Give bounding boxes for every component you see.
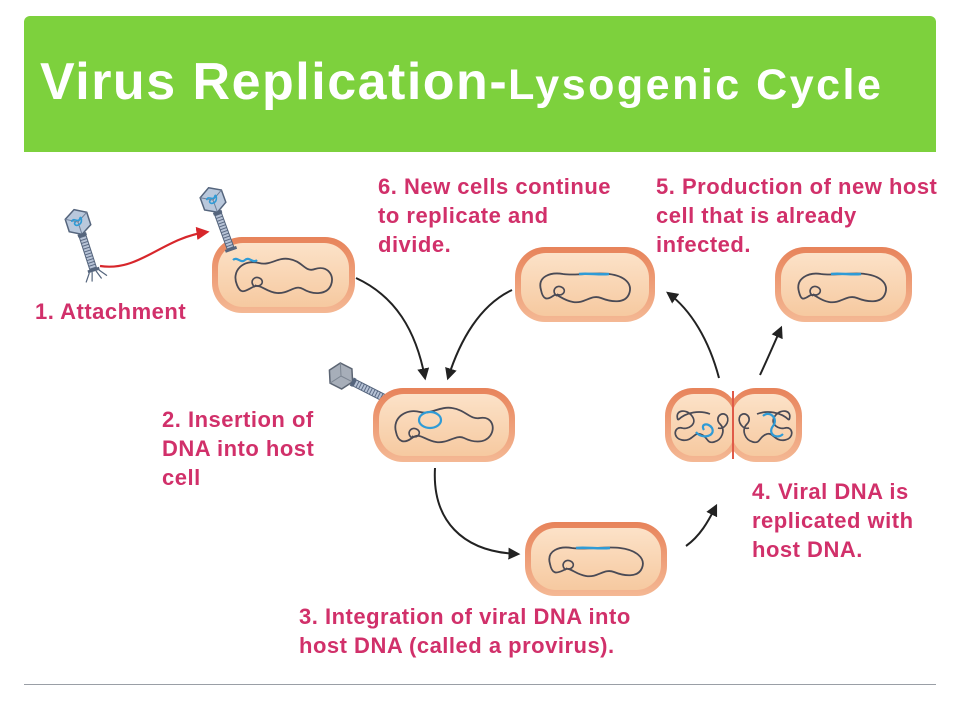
arrow-insertion-to-integration: [433, 467, 521, 560]
phage-tail: [214, 212, 235, 250]
host-cell-attachment: [212, 237, 355, 313]
label-line: 4. Viral DNA is: [752, 479, 909, 504]
bacteriophage-attached: [199, 186, 238, 253]
viral-dna-copy: [695, 423, 714, 438]
provirus-dna: [578, 272, 610, 276]
bacteriophage-free: [64, 208, 108, 283]
label-line: to replicate and: [378, 203, 549, 228]
step-label-attachment: 1. Attachment: [35, 297, 186, 326]
host-cell-dividing: [665, 388, 802, 462]
host-chromosome-copy: [674, 410, 729, 444]
cell-cytoplasm: [781, 253, 906, 316]
cell-cytoplasm: [218, 243, 349, 307]
provirus-dna: [830, 272, 862, 276]
title-sub: Lysogenic Cycle: [508, 61, 884, 109]
host-cell-continuing: [515, 247, 655, 322]
cell-cytoplasm: [521, 253, 649, 316]
arrow-attachment-to-insertion: [355, 277, 430, 381]
host-chromosome-curl: [809, 285, 822, 297]
viral-dna: [232, 257, 258, 263]
step-label-replication: 4. Viral DNA is replicated with host DNA…: [752, 477, 914, 564]
bottom-divider: [24, 684, 936, 685]
phage-collar: [212, 209, 223, 216]
phage-tail-fibers: [85, 269, 108, 283]
arrow-replication-to-production: [759, 325, 783, 376]
host-cell-insertion: [373, 388, 515, 462]
arrow-division-to-insertion: [445, 289, 513, 381]
host-cell-new-infected: [775, 247, 912, 322]
step-label-production: 5. Production of new host cell that is a…: [656, 172, 937, 259]
host-chromosome: [797, 272, 887, 304]
attachment-arrow: [99, 226, 210, 268]
host-chromosome-curl: [251, 276, 264, 288]
slide-title: Virus Replication-Lysogenic Cycle: [40, 56, 883, 108]
label-line: cell: [162, 465, 201, 490]
phage-collar: [349, 377, 357, 387]
label-line: 2. Insertion of: [162, 407, 314, 432]
label-line: 6. New cells continue: [378, 174, 612, 199]
step-label-integration: 3. Integration of viral DNA into host DN…: [299, 602, 631, 660]
phage-collar: [77, 232, 87, 238]
label-line: divide.: [378, 232, 452, 257]
host-chromosome-curl: [408, 427, 421, 439]
phage-tail: [78, 234, 98, 271]
phage-head-facet: [340, 375, 353, 383]
label-line: 3. Integration of viral DNA into: [299, 604, 631, 629]
title-main: Virus Replication-: [40, 53, 509, 111]
host-chromosome-copy: [738, 410, 793, 444]
label-line: 5. Production of new host: [656, 174, 938, 199]
host-chromosome: [539, 272, 631, 304]
label-line: 1. Attachment: [35, 299, 187, 324]
label-line: infected.: [656, 232, 751, 257]
host-cell-integration: [525, 522, 667, 596]
label-line: host DNA (called a provirus).: [299, 633, 615, 658]
arrow-integration-to-replication: [685, 503, 718, 547]
viral-dna-copy: [762, 412, 784, 438]
host-chromosome-curl: [553, 285, 566, 297]
provirus-dna: [575, 546, 611, 550]
title-bar: [24, 16, 936, 152]
phage-baseplate: [87, 266, 100, 274]
label-line: cell that is already: [656, 203, 857, 228]
step-label-division: 6. New cells continue to replicate and d…: [378, 172, 611, 259]
host-chromosome-curl: [562, 559, 575, 571]
label-line: replicated with: [752, 508, 914, 533]
viral-dna-circle: [417, 410, 443, 430]
label-line: DNA into host: [162, 436, 315, 461]
step-label-insertion: 2. Insertion of DNA into host cell: [162, 405, 314, 492]
arrow-replication-to-division: [666, 291, 720, 379]
phage-viral-dna: [205, 194, 218, 205]
label-line: host DNA.: [752, 537, 863, 562]
cell-cytoplasm: [379, 394, 509, 456]
phage-viral-dna: [70, 216, 83, 227]
phage-baseplate: [224, 245, 238, 253]
